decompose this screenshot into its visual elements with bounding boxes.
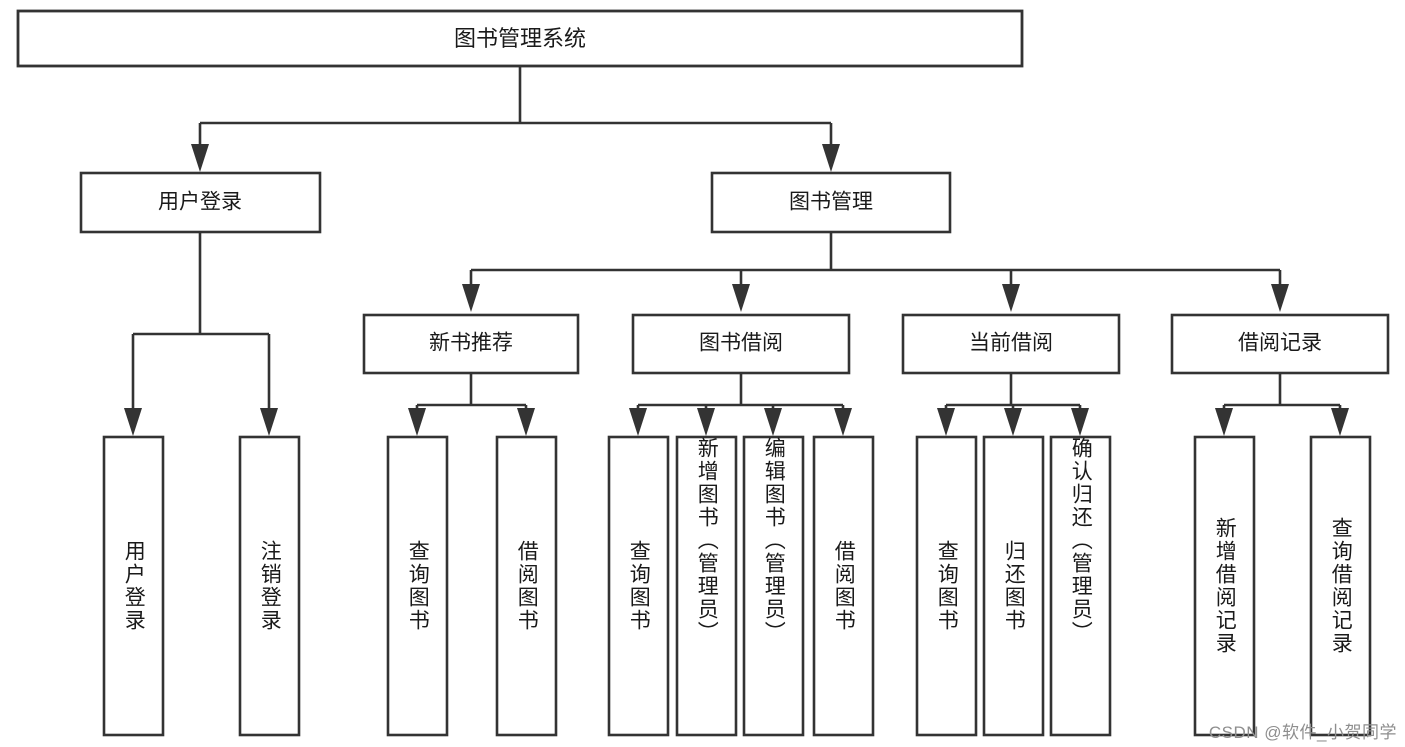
node-root-label: 图书管理系统 <box>454 26 586 51</box>
node-root-book-management-system[interactable] <box>16 9 1024 68</box>
arrow-to-new-book <box>462 284 480 312</box>
arrow-current-borrow-leaf-3 <box>1071 408 1089 436</box>
node-leaf-book-borrow-query[interactable] <box>607 435 670 737</box>
arrow-user-login-leaf-1 <box>124 408 142 436</box>
arrow-root-to-book-manage <box>822 144 840 172</box>
node-leaf-book-borrow-add[interactable] <box>675 435 738 737</box>
node-book-management-label: 图书管理 <box>789 191 873 214</box>
node-layer: 图书管理系统 用户登录 图书管理 新书推荐 图书借阅 当前借阅 借阅记录 <box>16 9 1390 737</box>
node-leaf-borrow-record-add[interactable] <box>1193 435 1256 737</box>
connector-layer <box>124 66 1349 436</box>
node-user-login[interactable] <box>79 171 322 234</box>
arrow-current-borrow-leaf-1 <box>937 408 955 436</box>
arrow-book-borrow-leaf-2 <box>697 408 715 436</box>
arrow-user-login-leaf-2 <box>260 408 278 436</box>
node-leaf-user-login-login[interactable] <box>102 435 165 737</box>
node-new-book-recommend-label: 新书推荐 <box>429 332 513 355</box>
arrow-to-borrow-record <box>1271 284 1289 312</box>
arrow-book-borrow-leaf-1 <box>629 408 647 436</box>
node-leaf-book-borrow-borrow[interactable] <box>812 435 875 737</box>
node-current-borrow[interactable] <box>901 313 1121 375</box>
arrow-borrow-record-leaf-2 <box>1331 408 1349 436</box>
node-leaf-user-login-logout[interactable] <box>238 435 301 737</box>
node-borrow-record-label: 借阅记录 <box>1238 332 1322 355</box>
node-borrow-record[interactable] <box>1170 313 1390 375</box>
node-book-management[interactable] <box>710 171 952 234</box>
node-leaf-borrow-record-query[interactable] <box>1309 435 1372 737</box>
arrow-to-current-borrow <box>1002 284 1020 312</box>
node-book-borrow[interactable] <box>631 313 851 375</box>
arrow-current-borrow-leaf-2 <box>1004 408 1022 436</box>
node-leaf-book-borrow-edit[interactable] <box>742 435 805 737</box>
arrow-to-book-borrow <box>732 284 750 312</box>
node-book-borrow-label: 图书借阅 <box>699 332 783 355</box>
arrow-book-borrow-leaf-3 <box>764 408 782 436</box>
node-leaf-current-borrow-confirm[interactable] <box>1049 435 1112 737</box>
arrow-borrow-record-leaf-1 <box>1215 408 1233 436</box>
arrow-root-to-user-login <box>191 144 209 172</box>
arrow-new-book-leaf-2 <box>517 408 535 436</box>
node-current-borrow-label: 当前借阅 <box>969 332 1053 355</box>
node-leaf-new-book-borrow[interactable] <box>495 435 558 737</box>
arrow-new-book-leaf-1 <box>408 408 426 436</box>
node-leaf-current-borrow-query[interactable] <box>915 435 978 737</box>
watermark-text: CSDN @软件_小贺同学 <box>1208 723 1397 742</box>
node-user-login-label: 用户登录 <box>158 191 242 214</box>
node-leaf-current-borrow-return[interactable] <box>982 435 1045 737</box>
arrow-book-borrow-leaf-4 <box>834 408 852 436</box>
node-leaf-new-book-query[interactable] <box>386 435 449 737</box>
node-new-book-recommend[interactable] <box>362 313 580 375</box>
